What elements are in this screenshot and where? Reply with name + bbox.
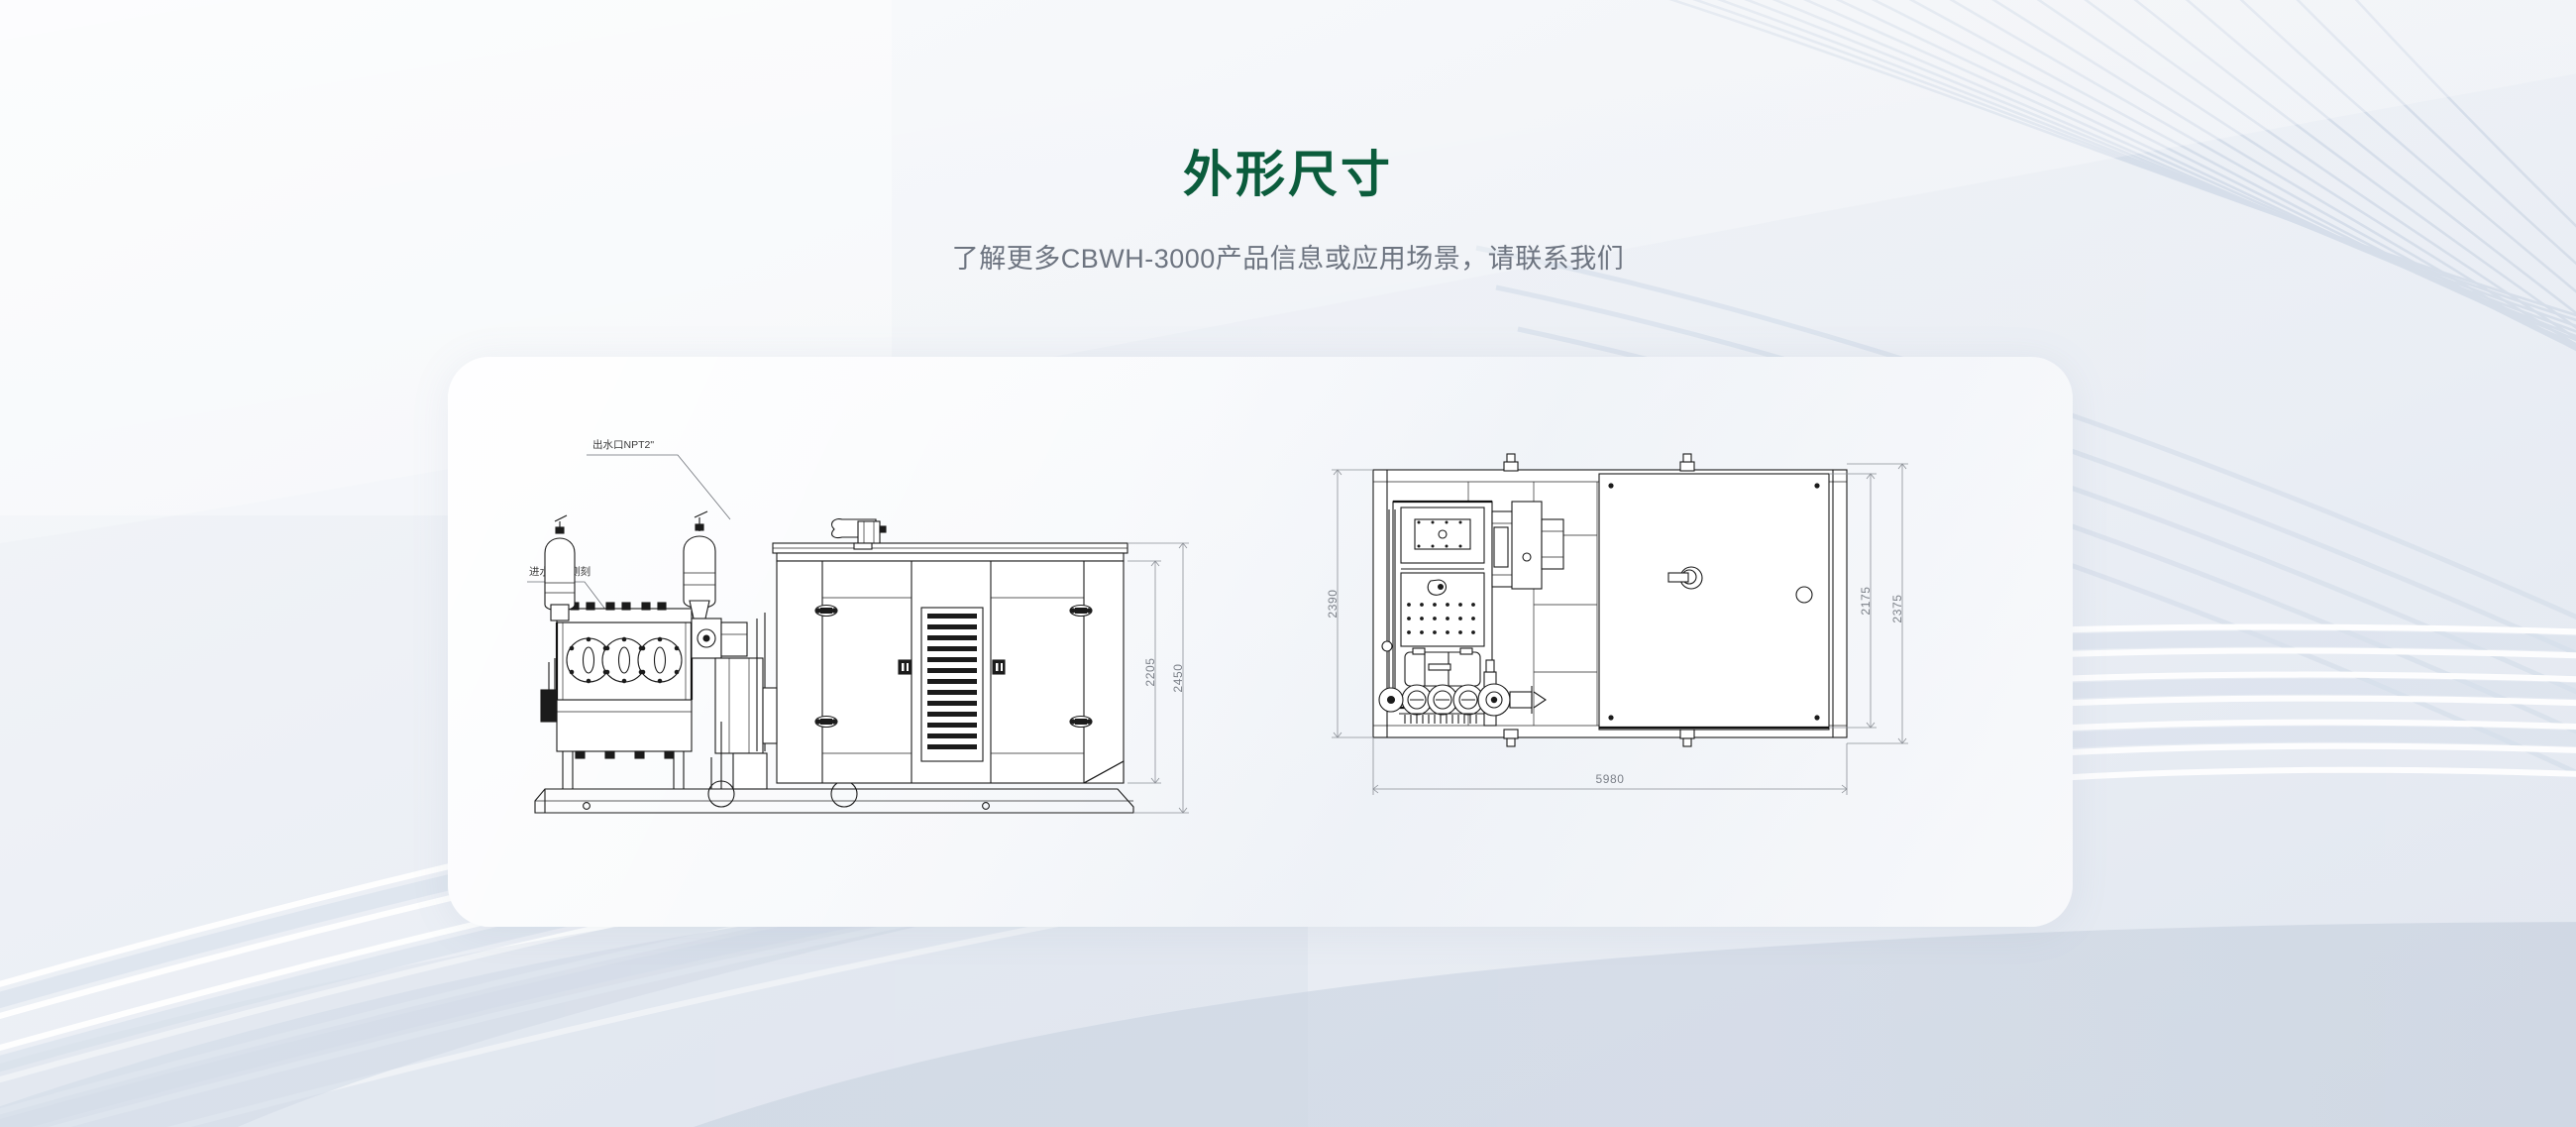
dimension-overall-width-right-value: 2375 (1890, 594, 1904, 622)
pump-head-icon (566, 636, 683, 684)
side-view-drawing: 出水口NPT2" 进水口8"侧刻 (527, 424, 1201, 860)
access-port-icon (1795, 586, 1813, 604)
dimension-enclosure-height-value: 2205 (1143, 657, 1157, 686)
top-view-drawing: 2390 2175 2375 (1310, 424, 1944, 860)
dimension-overall-length: 5980 (1372, 737, 1848, 795)
lift-eye-icon (1503, 453, 1519, 472)
hinge-icon (1069, 604, 1093, 618)
drawings-container: 出水口NPT2" 进水口8"侧刻 (448, 357, 2073, 927)
callout-outlet: 出水口NPT2" (587, 438, 731, 520)
dimension-overall-length-value: 5980 (1595, 772, 1624, 786)
dimension-overall-height-value: 2450 (1171, 663, 1185, 692)
callout-outlet-label: 出水口NPT2" (592, 438, 654, 451)
dimension-enclosure-height: 2205 (1127, 560, 1161, 784)
dimension-overall-width-left: 2390 (1326, 469, 1373, 738)
enclosure (762, 518, 1128, 784)
lift-eye-icon (1679, 453, 1695, 472)
pump-assembly (540, 510, 768, 790)
dimension-drawing-card: 出水口NPT2" 进水口8"侧刻 (448, 357, 2073, 927)
wheel-icon (830, 780, 858, 808)
page-header: 外形尺寸 了解更多CBWH-3000产品信息或应用场景，请联系我们 (0, 0, 2576, 276)
dimension-inner-width-right-value: 2175 (1859, 586, 1873, 615)
lift-eye-icon (1503, 729, 1519, 747)
louver-vent-icon (920, 607, 984, 762)
skid-base (534, 780, 1134, 814)
hinge-icon (1069, 715, 1093, 729)
page-subtitle: 了解更多CBWH-3000产品信息或应用场景，请联系我们 (951, 243, 1625, 274)
accumulator-icon (683, 510, 716, 620)
lift-eye-icon (1679, 729, 1695, 747)
page-title: 外形尺寸 (1183, 147, 1393, 202)
tank-cover (1598, 473, 1830, 731)
door-handle-icon (992, 659, 1006, 675)
inlet-flange (540, 689, 558, 723)
dimension-overall-width-left-value: 2390 (1326, 589, 1340, 618)
door-handle-icon (898, 659, 912, 675)
hinge-icon (814, 604, 838, 618)
engine-pump-module (1378, 500, 1493, 724)
dimension-overall-width-right: 2375 (1847, 463, 1908, 744)
hinge-icon (814, 715, 838, 729)
plunger-pack (1401, 684, 1484, 716)
dimension-overall-height: 2450 (1127, 542, 1189, 814)
accumulator-icon (544, 514, 576, 621)
